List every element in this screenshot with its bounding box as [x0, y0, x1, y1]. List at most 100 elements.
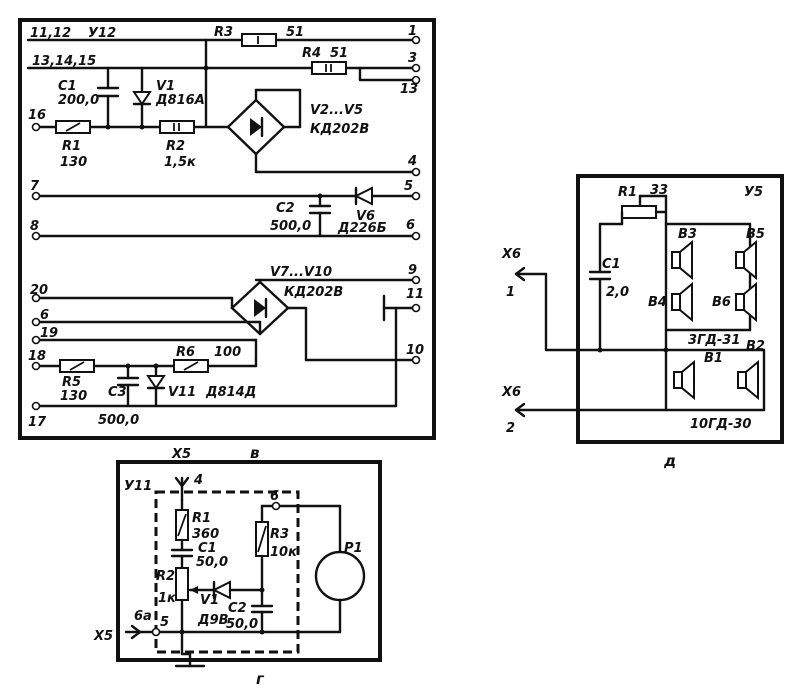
r1-g-value: 360: [192, 527, 219, 542]
terminal-1-label: 1: [408, 24, 417, 39]
terminal-17-label: 17: [28, 415, 47, 430]
indicator-p1: [314, 550, 366, 602]
terminal-3-label: 3: [408, 51, 417, 66]
v6-ref: V6: [356, 209, 375, 224]
speaker-b2: [737, 359, 759, 401]
resistor-r3: [241, 33, 277, 47]
pin-6-label: 6: [270, 489, 279, 504]
v1-value: Д816А: [155, 93, 205, 108]
panel-d-frame: [576, 174, 784, 444]
terminal-11-label: 11: [406, 287, 424, 302]
zener-v1: [132, 91, 152, 106]
connector-x5-top-label: X5: [171, 447, 191, 462]
c1-d-ref: C1: [602, 257, 621, 272]
b4-label: B4: [648, 295, 667, 310]
v6-value: Д226Б: [337, 221, 387, 236]
connector-x5-left-label: X5: [93, 629, 113, 644]
r2-ref: R2: [166, 139, 185, 154]
c1-ref: C1: [58, 79, 77, 94]
terminal-8-label: 8: [30, 219, 39, 234]
bridge1-ref: V2...V5: [310, 103, 363, 118]
panel-d-unit-label: У5: [744, 185, 763, 200]
bridge2-ref: V7...V10: [270, 265, 332, 280]
r2-g-ref: R2: [156, 569, 175, 584]
c1-d-value: 2,0: [606, 285, 629, 300]
panel-v-terminals: [31, 35, 421, 411]
c2-g-value: 50,0: [226, 617, 258, 632]
resistor-r2: [159, 120, 195, 134]
pin-6a-label: 6а: [134, 609, 152, 624]
bridge2-value: КД202В: [284, 285, 343, 300]
speaker-b5: [735, 239, 757, 281]
v11-value: Д814Д: [205, 385, 256, 400]
terminal-13-14-15-label: 13,14,15: [32, 54, 96, 69]
panel-g-module-outline: [154, 490, 300, 654]
panel-d-caption: д: [663, 452, 676, 470]
r2-g-value: 1к: [158, 591, 177, 606]
zener-v11: [146, 375, 166, 390]
terminal-6-right-label: 6: [406, 218, 415, 233]
panel-g-frame: [116, 460, 382, 662]
panel-d-speakers: R1 33 У5 C1 2,0 B3 B5 B4 B6 3ГД-31 B1 B2…: [501, 174, 784, 470]
x6-pin-1-label: 1: [506, 285, 515, 300]
terminal-10-label: 10: [406, 343, 424, 358]
potentiometer-r1-d: [621, 205, 657, 219]
terminal-6-left-label: 6: [40, 308, 49, 323]
panel-g-unit-label: У11: [124, 479, 152, 494]
speaker-b6: [735, 281, 757, 323]
r4-value: 51: [330, 46, 348, 61]
potentiometer-r2-g: [175, 567, 189, 601]
pin-5-label: 5: [160, 615, 169, 630]
connector-x6-2-label: X6: [501, 385, 521, 400]
r5-value: 130: [60, 389, 87, 404]
terminal-13-label: 13: [400, 82, 418, 97]
terminal-4-label: 4: [407, 154, 417, 169]
v1-g-ref: V1: [200, 593, 219, 608]
r1-ref: R1: [62, 139, 81, 154]
b6-label: B6: [712, 295, 731, 310]
r2-value: 1,5к: [164, 155, 197, 170]
resistor-r4: [311, 61, 347, 75]
terminal-7-label: 7: [30, 179, 40, 194]
b2-label: B2: [746, 339, 765, 354]
r3-ref: R3: [214, 25, 233, 40]
c2-value: 500,0: [270, 219, 311, 234]
p1-ref: P1: [344, 541, 363, 556]
panel-v-frame: [18, 18, 436, 440]
terminal-16-label: 16: [28, 108, 46, 123]
terminal-9-label: 9: [408, 263, 417, 278]
panel-v-power-supply: 11,12 У12 13,14,15 16 7 8 20 6 19 18 17 …: [18, 18, 436, 462]
c3-ref: C3: [108, 385, 127, 400]
connector-x6-1-label: X6: [501, 247, 521, 262]
v1-g-value: Д9В: [197, 613, 229, 628]
x6-pin-2-label: 2: [506, 421, 515, 436]
r1-d-ref: R1: [618, 185, 637, 200]
r1-value: 130: [60, 155, 87, 170]
b3-label: B3: [678, 227, 697, 242]
panel-v-unit-label: У12: [88, 26, 116, 41]
panel-g-indicator: X5 4 У11 6 R1 360 C1 50,0 R2 1к V1 Д9В R…: [93, 447, 382, 688]
c2-g-ref: C2: [228, 601, 247, 616]
b1-label: B1: [704, 351, 723, 366]
panel-g-caption: г: [256, 670, 265, 688]
c1-g-ref: C1: [198, 541, 217, 556]
diode-v6: [353, 186, 373, 206]
terminal-5-label: 5: [404, 179, 413, 194]
speaker-b3: [671, 239, 693, 281]
r3-g-ref: R3: [270, 527, 289, 542]
terminal-20-label: 20: [30, 283, 48, 298]
c1-g-value: 50,0: [196, 555, 228, 570]
b5-label: B5: [746, 227, 765, 242]
c2-ref: C2: [276, 201, 295, 216]
r6-value: 100: [214, 345, 241, 360]
panel-v-caption: в: [250, 444, 260, 462]
upper-speakers-type: 3ГД-31: [688, 333, 740, 348]
r3-g-value: 10к: [270, 545, 298, 560]
lower-speakers-type: 10ГД-30: [690, 417, 751, 432]
terminal-19-label: 19: [40, 326, 58, 341]
v11-ref: V11: [168, 385, 196, 400]
c3-value: 500,0: [98, 413, 139, 428]
r1-g-ref: R1: [192, 511, 211, 526]
v1-ref: V1: [156, 79, 175, 94]
